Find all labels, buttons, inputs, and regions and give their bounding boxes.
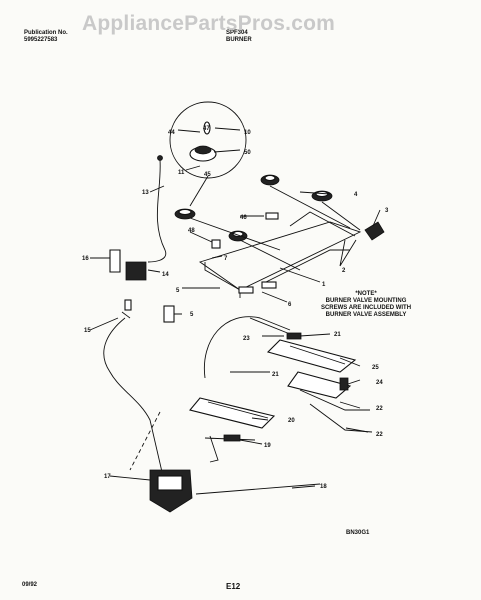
bracket-16 [109, 249, 121, 273]
svg-text:2: 2 [342, 268, 346, 274]
svg-text:24: 24 [376, 380, 383, 386]
svg-text:17: 17 [104, 474, 111, 480]
valve-knob-stem [238, 286, 254, 294]
watermark-logo: AppliancePartsPros.com [82, 12, 335, 35]
svg-text:6: 6 [288, 302, 292, 308]
igniter-detail [203, 121, 211, 135]
clip-48 [211, 239, 221, 249]
burner-lower [287, 371, 352, 399]
diagram-code: BN30G1 [346, 530, 370, 536]
gas-line-15 [103, 317, 163, 473]
svg-text:45: 45 [204, 172, 211, 178]
svg-text:47: 47 [203, 126, 210, 132]
burner-20 [189, 397, 276, 429]
svg-text:44: 44 [168, 130, 175, 136]
svg-text:22: 22 [376, 406, 383, 412]
publication-label: Publication No. [24, 30, 68, 36]
svg-text:5: 5 [190, 312, 194, 318]
svg-text:1: 1 [322, 282, 326, 288]
svg-text:4: 4 [354, 192, 358, 198]
footer-date: 09/92 [22, 582, 38, 588]
svg-text:25: 25 [372, 365, 379, 371]
burner-cap-detail [194, 145, 212, 155]
orifice-tube [203, 316, 291, 379]
svg-text:5: 5 [176, 288, 180, 294]
svg-text:46: 46 [240, 215, 247, 221]
svg-text:23: 23 [243, 336, 250, 342]
svg-text:21: 21 [272, 372, 279, 378]
svg-text:7: 7 [224, 256, 228, 262]
switch-14 [125, 261, 147, 281]
burner-valve-note: *NOTE* BURNER VALVE MOUNTING SCREWS ARE … [320, 291, 412, 318]
callout-labels: 47 44 10 50 11 45 13 4 3 46 48 7 1 2 16 … [82, 126, 389, 490]
svg-text:50: 50 [244, 150, 251, 156]
svg-text:20: 20 [288, 418, 295, 424]
ignition-wire [147, 159, 167, 263]
leader-lines [89, 127, 381, 489]
svg-text:16: 16 [82, 256, 89, 262]
burner-25 [266, 339, 357, 373]
svg-text:13: 13 [142, 190, 149, 196]
clip-46 [265, 212, 279, 220]
pipe-18 [195, 483, 321, 495]
svg-text:18: 18 [320, 484, 327, 490]
part-5 [163, 305, 175, 323]
valve-right [364, 221, 385, 241]
model-number: SPF304 [226, 30, 248, 36]
svg-text:3: 3 [385, 208, 389, 214]
svg-text:11: 11 [178, 170, 185, 176]
svg-text:14: 14 [162, 272, 169, 278]
svg-text:15: 15 [84, 328, 91, 334]
svg-text:21: 21 [334, 332, 341, 338]
svg-text:48: 48 [188, 228, 195, 234]
burner-box [198, 221, 362, 291]
clip-24 [339, 377, 349, 391]
svg-text:10: 10 [244, 130, 251, 136]
svg-text:22: 22 [376, 432, 383, 438]
page-number: E12 [226, 582, 241, 591]
publication-number: 5995227583 [24, 37, 58, 43]
detail-circle [169, 101, 247, 179]
svg-text:19: 19 [264, 443, 271, 449]
section-title: BURNER [226, 37, 252, 43]
